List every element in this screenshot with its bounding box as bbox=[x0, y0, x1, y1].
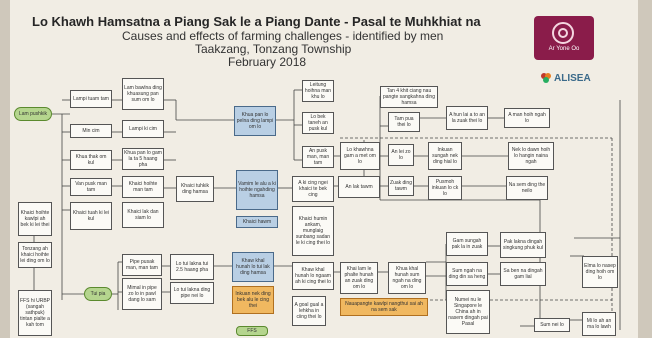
poster-frame-left bbox=[0, 0, 10, 338]
node-an-pusk-man: An pusk man, man tam bbox=[302, 146, 334, 168]
node-nek-lo: Nek lo dawn hoih lo hangin naina ngah bbox=[508, 142, 554, 170]
node-van-pusk: Van pusk man tam bbox=[70, 178, 112, 196]
node-khaici-tuhkik: Khaici tuhkik ding hamsa bbox=[176, 176, 214, 202]
node-tam-pua: Tam pua thei lo bbox=[388, 112, 420, 132]
node-khaici-hoihte: Khaici hoihte man tam bbox=[122, 176, 164, 198]
node-zuak-ding: Zuak ding tawm bbox=[388, 176, 414, 196]
node-ffs: FFS hi URBP (sangah sathpuk) tintan pial… bbox=[18, 290, 52, 336]
node-khua-pan-gam: Khua pan lo gam la ta 5 haang pha bbox=[122, 148, 164, 170]
node-khaici-lak-dan: Khaici lak dan siam lo bbox=[122, 202, 164, 228]
logo-ring-inner-icon bbox=[558, 28, 568, 38]
node-khua-khal: Khua khal hunah sum ngah na ding om lo bbox=[388, 262, 426, 294]
node-khaici-tuah-ki-lei: Khaici tuah ki lei kul bbox=[70, 202, 112, 230]
node-khaici-hawm: Khaici hawm bbox=[236, 216, 278, 228]
node-an-lak-tawm: An lak tawm bbox=[338, 176, 380, 198]
node-lam-bawlna: Lam bawlna ding khuasung pan sum om lo bbox=[122, 78, 164, 110]
node-inkuan-sungah-dang: Inkuan sungah nek ding hial lo bbox=[428, 142, 462, 170]
node-numei-nu: Numei nu le Singapore le China ah in nas… bbox=[446, 290, 490, 334]
node-sum-ngah-na-ding: Sum ngah na ding din sa heng bbox=[446, 262, 488, 286]
logo-org1-label: Ar Yone Oo bbox=[548, 46, 580, 52]
node-pusmoh-inkuan: Pusmoh inkuan lo ck lo bbox=[428, 176, 462, 200]
subtitle-location: Taakzang, Tonzang Township bbox=[195, 42, 352, 56]
node-lam-pushkik: Lam pushkik bbox=[14, 107, 52, 121]
node-pak-lakna: Pak lakna dingah singkung phuk kul bbox=[500, 232, 546, 258]
node-lampi-ki-cim: Lampi ki cim bbox=[122, 120, 164, 138]
subtitle-causes: Causes and effects of farming challenges… bbox=[122, 29, 444, 43]
node-nauapangte-kawlpi: Nauapangte kawlpi nangthui sai ah na sem… bbox=[340, 298, 428, 316]
node-pipe-pusak: Pipe pusak man, man tam bbox=[122, 254, 162, 276]
ar-yone-oo-logo bbox=[534, 16, 594, 60]
node-a-goal: A goal gual a lehkha in ciing thei lo bbox=[292, 296, 326, 326]
node-lo-tui-lakna-2-5: Lo tui lakna tui 2.5 haang pha bbox=[170, 254, 214, 280]
node-khaw-khal-hunah-2: Khaw khal hunah lo ngaam ah ki cing thei… bbox=[292, 262, 334, 290]
node-lo-bek-taneh: Lo bek taneh an pusk kul bbox=[302, 112, 334, 134]
logo-ring-icon bbox=[552, 22, 574, 44]
node-khua-pan-lo-pelna: Khua pan lo pelna ding lampi om lo bbox=[234, 106, 276, 136]
node-ffs-tag: FFS bbox=[236, 326, 268, 336]
node-khua-thak: Khua thak om kul bbox=[70, 150, 112, 170]
node-a-man-hoih: A man hoih ngah lo bbox=[504, 108, 550, 128]
node-elma-lo: Elma lo nasep ding hoih om lo bbox=[582, 256, 618, 288]
node-khaw-khal-hunah: Khaw khal hunah lo tui lak ding hamsa bbox=[232, 252, 274, 282]
node-sum-nei-lo: Sum nei lo bbox=[534, 318, 570, 332]
node-lo-tui-lakna-ding: Lo tui lakna ding pipe nei lo bbox=[170, 282, 214, 304]
node-min-cim: Min cim bbox=[70, 124, 112, 138]
node-lampi-tuamtam: Lampi tuam tam bbox=[70, 90, 112, 108]
node-a-ki-cing-ngei: A ki cing ngei khaici te bek cing bbox=[292, 176, 334, 202]
node-sa-ben: Sa ben na dingah gam lial bbox=[500, 262, 546, 286]
node-lo-khawhna: Lo khawhna gam a met om lo bbox=[340, 142, 380, 170]
page-title: Lo Khawh Hamsatna a Piang Sak le a Piang… bbox=[32, 14, 481, 29]
node-lei-tung-ho: Leitung hoihna man khu lo bbox=[302, 80, 334, 102]
node-vamim-le-alu: Vamim le alu a ki hoihte ngahding hamsa bbox=[236, 170, 278, 210]
node-an-lei-zo: An lei zo lo bbox=[388, 144, 414, 166]
node-tonzang-ah-khaici: Tonzang ah khaici hoihte lei ding om lo bbox=[18, 242, 52, 268]
subtitle-date: February 2018 bbox=[228, 55, 307, 69]
node-a-hun-lai: A hun lai a to an la zuak thei lo bbox=[446, 106, 488, 130]
node-khai-lam: Khai lam le phalte hunah an zuak ding om… bbox=[340, 262, 378, 294]
node-khaici-humin: Khaici humin ankam, munglaig sunbang sad… bbox=[292, 206, 334, 256]
node-na-sem-ding: Na sem ding the neilo bbox=[506, 176, 548, 200]
node-gam-sungah: Gam sungah pak la in zuak bbox=[446, 232, 488, 256]
alisea-leaf-icon bbox=[541, 73, 551, 83]
node-mimal-in-pipe: Mimal in pipe zo lo in pawl dang lo sam bbox=[122, 278, 162, 310]
node-tui-pia: Tui pia bbox=[84, 287, 112, 301]
node-mi-lo-ah: Mi lo ah an ma lo lawh bbox=[582, 312, 616, 336]
node-inkuan-nek-ding: Inkuan nek ding bek alu le cing thei bbox=[232, 286, 274, 314]
node-tan4-khit: Tan 4 khit ciang nau pangte sangkahna di… bbox=[380, 86, 438, 108]
poster-frame-right bbox=[638, 0, 652, 338]
logo-org2-label: ALISEA bbox=[554, 73, 591, 84]
node-khaici-hoihte-kawlpi: Khaici hoihte kawlpi ah bek ki lei thei bbox=[18, 202, 52, 236]
